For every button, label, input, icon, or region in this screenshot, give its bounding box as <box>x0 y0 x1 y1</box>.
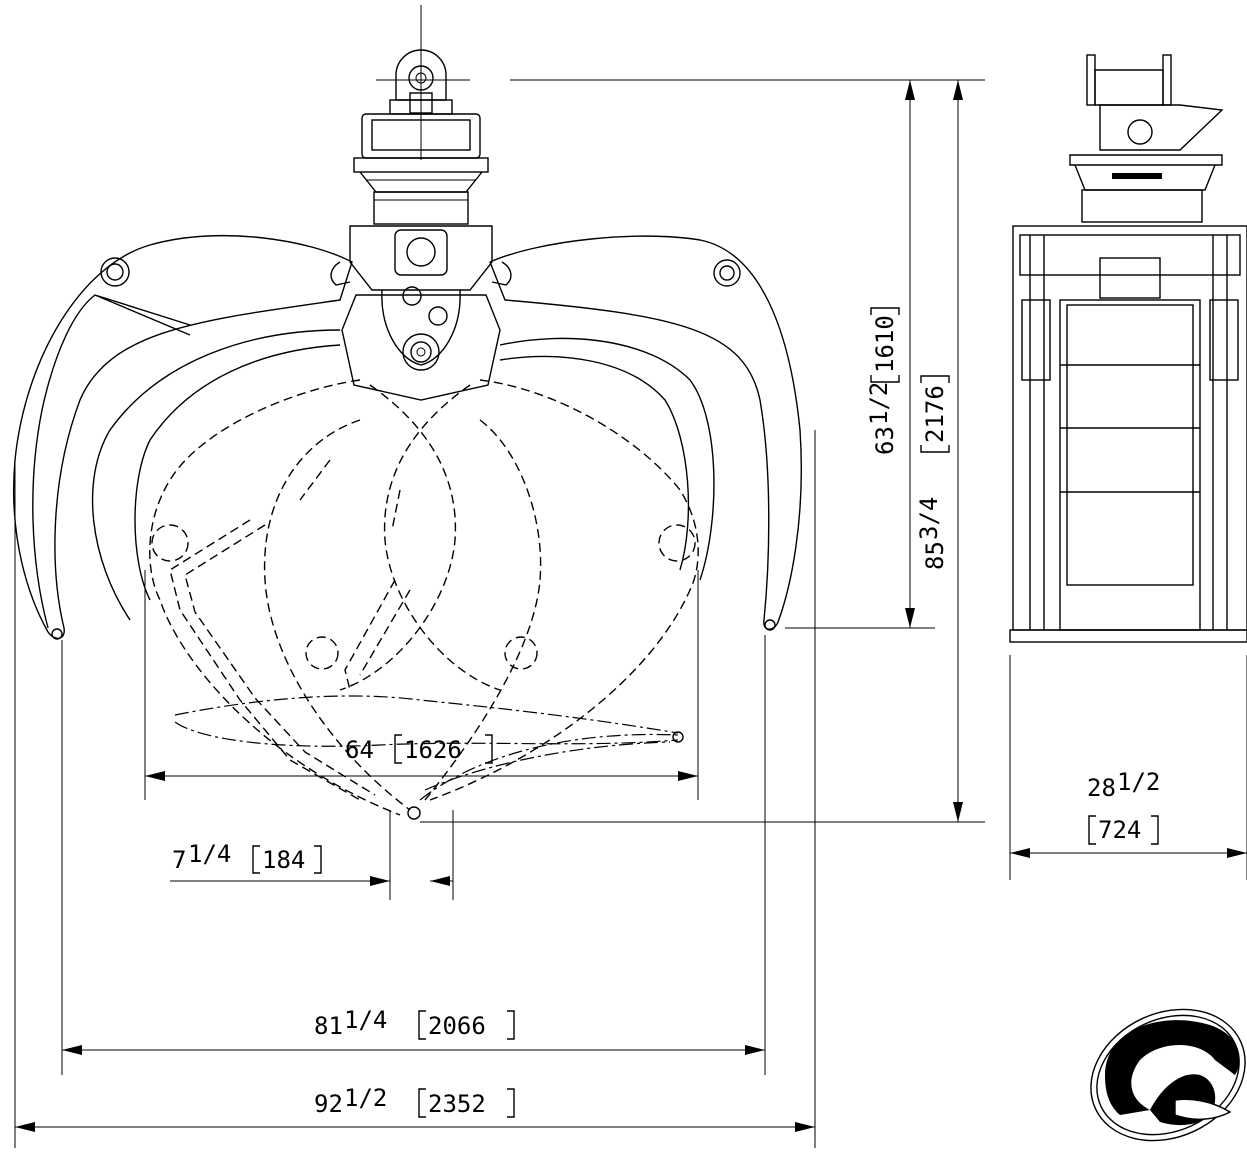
side-view: 28 1/2 724 <box>1009 54 1247 880</box>
dim-height-closed-frac: 3/4 <box>915 497 943 540</box>
dim-open-inner: 64 1626 <box>345 734 493 764</box>
dim-overall-width-whole: 92 <box>314 1090 343 1118</box>
dim-open-tips-whole: 81 <box>314 1012 343 1040</box>
lifting-eye <box>389 49 453 115</box>
dim-open-inner-metric: 1626 <box>404 736 462 764</box>
dim-overall-width-frac: 1/2 <box>344 1084 387 1112</box>
dim-height-open: 63 1/2 1610 <box>865 307 900 455</box>
right-outer-arm <box>489 235 802 630</box>
side-dimension: 28 1/2 724 <box>1009 655 1247 880</box>
dim-side-width-frac: 1/2 <box>1117 768 1160 796</box>
closed-tines <box>51 619 776 820</box>
dim-side-width-whole: 28 <box>1087 774 1116 802</box>
side-rotator <box>1069 54 1224 223</box>
dimension-lines <box>15 80 963 1132</box>
dim-overall-width-metric: 2352 <box>428 1090 486 1118</box>
dim-height-closed-whole: 85 <box>921 541 949 570</box>
dim-height-closed-metric: 2176 <box>921 385 949 443</box>
dim-overall-width: 92 1/2 2352 <box>314 1084 515 1118</box>
grapple-head <box>330 225 512 401</box>
right-inner-tine <box>499 337 715 581</box>
front-view: 7 1/4 184 64 1626 81 1/4 2066 92 1/2 235… <box>12 5 985 1148</box>
dim-open-tips-frac: 1/4 <box>344 1006 387 1034</box>
dim-inner-gap-frac: 1/4 <box>188 840 231 868</box>
dim-open-inner-whole: 64 <box>345 736 374 764</box>
dim-inner-gap-metric: 184 <box>262 846 305 874</box>
dim-height-open-whole: 63 <box>871 426 899 455</box>
beaver-logo-icon <box>1090 1008 1246 1142</box>
dim-open-tips-metric: 2066 <box>428 1012 486 1040</box>
dim-height-closed: 2176 85 3/4 <box>915 375 950 570</box>
alternate-position-outlines <box>149 379 699 816</box>
dim-inner-gap: 7 1/4 184 <box>172 840 322 874</box>
dim-height-open-frac: 1/2 <box>865 382 893 425</box>
dim-inner-gap-whole: 7 <box>172 846 186 874</box>
rotator <box>353 113 489 225</box>
left-outer-arm <box>12 234 353 639</box>
dim-height-open-metric: 1610 <box>871 315 899 373</box>
side-frame <box>1009 225 1247 643</box>
dim-open-tips: 81 1/4 2066 <box>314 1006 515 1040</box>
left-inner-tine <box>91 329 341 621</box>
dim-side-width-metric: 724 <box>1098 816 1141 844</box>
extension-lines <box>14 79 985 1148</box>
